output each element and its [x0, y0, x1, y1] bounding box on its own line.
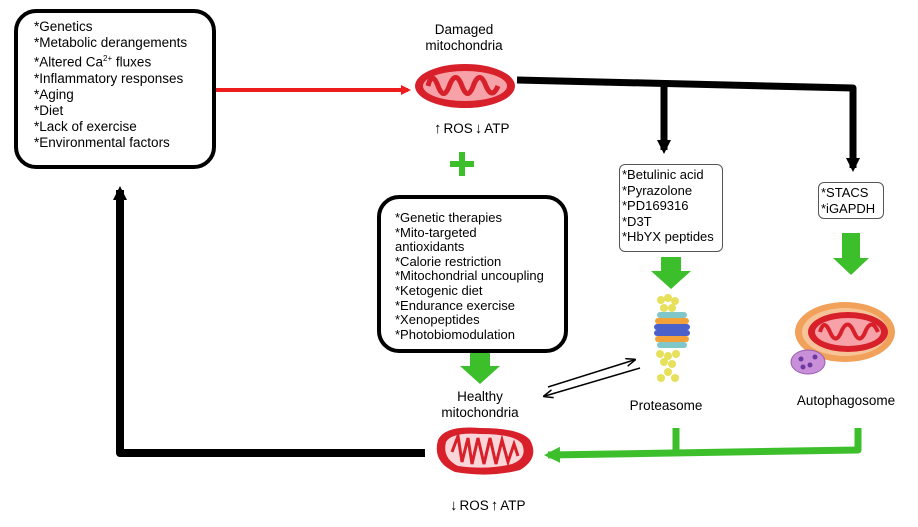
therapy-item: antioxidants [395, 239, 465, 255]
black-arrow-to-inhibitors [516, 76, 860, 172]
risk-factor-item: *Diet [34, 102, 64, 118]
therapy-item: *Ketogenic diet [395, 282, 483, 298]
calcium-suffix: fluxes [112, 54, 152, 70]
risk-factor-item: *Environmental factors [34, 134, 170, 150]
green-arrow-to-autophagosome [833, 233, 869, 275]
risk-factor-item: *Inflammatory responses [34, 70, 184, 86]
therapy-item: *Endurance exercise [395, 297, 515, 313]
healthy-title-line1: Healthy [457, 389, 503, 404]
damaged-atp-label: ATP [484, 121, 510, 136]
healthy-title-line2: mitochondria [441, 405, 519, 420]
healthy-ros-label: ROS [459, 498, 489, 513]
green-arrow-therapies-to-healthy [460, 352, 500, 384]
black-arrow-return [113, 186, 425, 457]
proteasome-activator-item: *HbYX peptides [622, 229, 714, 244]
autophagy-activator-item: *iGAPDH [821, 200, 876, 216]
therapy-item: *Xenopeptides [395, 312, 480, 328]
ros-down-arrow-icon: ↓ [450, 497, 458, 514]
risk-factor-item: *Metabolic derangements [34, 35, 188, 50]
proteasome-icon [654, 294, 690, 382]
therapy-item: *Mitochondrial uncoupling [395, 268, 544, 284]
proteasome-activator-item: *Betulinic acid [622, 167, 704, 182]
proteasome-label: Proteasome [629, 398, 703, 413]
plus-icon [450, 152, 474, 176]
therapy-item: *Calorie restriction [395, 253, 502, 269]
damaged-mitochondrion-icon [415, 64, 515, 108]
autophagosome-label: Autophagosome [796, 393, 896, 408]
therapy-item: *Photobiomodulation [395, 326, 515, 342]
healthy-atp-label: ATP [500, 498, 526, 513]
damaged-ros-atp: ↑ ROS ↓ ATP [434, 120, 510, 137]
autophagy-activators-box: *STACS *iGAPDH [818, 182, 884, 219]
therapies-box: *Genetic therapies *Mito-targeted antiox… [377, 195, 568, 353]
atp-down-arrow-icon: ↓ [474, 120, 483, 137]
healthy-mitochondria-label: Healthy mitochondria [420, 389, 540, 421]
ros-up-arrow-icon: ↑ [434, 120, 442, 137]
risk-factor-item: *Genetics [34, 19, 93, 34]
risk-factors-box: *Genetics *Metabolic derangements *Alter… [14, 9, 216, 169]
risk-factor-item: *Aging [34, 86, 74, 102]
calcium-superscript: 2+ [103, 54, 113, 63]
green-arrow-inhibitors-to-proteasome [651, 257, 691, 289]
calcium-prefix: *Altered Ca [34, 54, 104, 70]
therapy-item: *Genetic therapies [395, 210, 502, 225]
proteasome-activators-box: *Betulinic acid *Pyrazolone *PD169316 *D… [619, 164, 723, 252]
proteasome-activator-item: *D3T [622, 213, 652, 229]
equilibrium-arrow-forward [547, 360, 634, 388]
autophagosome-icon [790, 302, 895, 375]
green-arrow-to-healthy [544, 428, 862, 463]
damaged-ros-label: ROS [443, 121, 473, 136]
therapy-item: *Mito-targeted [395, 224, 477, 240]
risk-factor-item-calcium: *Altered Ca2+ fluxes [34, 51, 212, 71]
autophagy-activator-item: *STACS [821, 185, 869, 200]
healthy-ros-atp: ↓ ROS ↑ ATP [450, 497, 526, 514]
risk-factor-item: *Lack of exercise [34, 118, 137, 134]
proteasome-activator-item: *Pyrazolone [622, 182, 693, 198]
healthy-mitochondrion-icon [436, 427, 534, 475]
equilibrium-arrow-back [545, 367, 641, 396]
proteasome-activator-item: *PD169316 [622, 198, 689, 213]
damaged-mitochondria-label: Damaged mitochondria [404, 22, 524, 54]
damaged-title-line1: Damaged [434, 22, 494, 37]
damaged-title-line2: mitochondria [425, 38, 503, 53]
atp-up-arrow-icon: ↑ [490, 497, 499, 514]
